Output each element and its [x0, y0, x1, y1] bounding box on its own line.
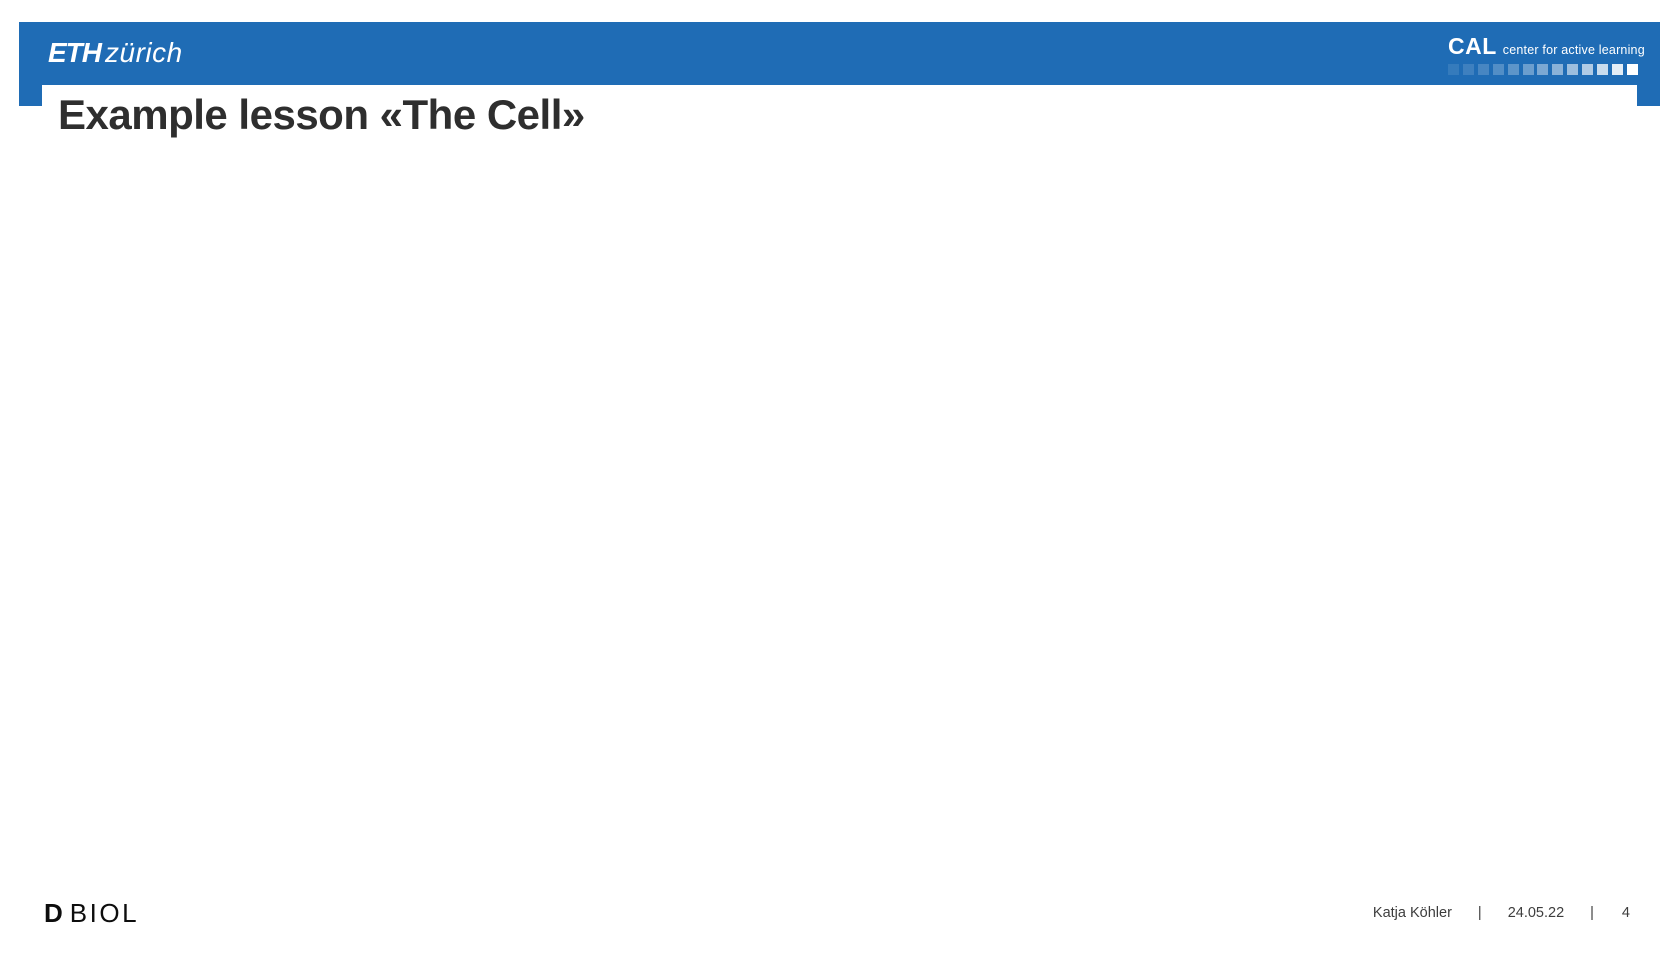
cal-logo: CAL center for active learning [1448, 33, 1645, 75]
cal-square [1567, 64, 1579, 75]
cal-square [1552, 64, 1564, 75]
footer-meta: Katja Köhler | 24.05.22 | 4 [1373, 905, 1630, 921]
cal-subtitle-text: center for active learning [1502, 43, 1645, 57]
footer-date: 24.05.22 [1507, 905, 1565, 921]
cal-square [1448, 64, 1459, 75]
cal-square [1537, 64, 1549, 75]
cal-square [1611, 64, 1623, 75]
cal-square [1582, 64, 1594, 75]
eth-logo-light-text: zürich [105, 36, 183, 68]
footer-page-number: 4 [1621, 905, 1630, 921]
cal-square [1522, 64, 1534, 75]
cal-acronym-text: CAL [1448, 33, 1497, 59]
eth-logo-bold-text: ETH [48, 36, 102, 68]
dbiol-logo-name: BIOL [69, 898, 140, 928]
cal-square [1507, 64, 1519, 75]
cal-square [1462, 64, 1474, 75]
cal-gradient-squares [1448, 64, 1638, 75]
dbiol-logo: D BIOL [44, 900, 139, 926]
cal-square [1626, 64, 1638, 75]
slide-title: Example lesson «The Cell» [58, 91, 585, 138]
header-left-tab [19, 85, 42, 106]
cal-square [1597, 64, 1609, 75]
footer-separator-1: | [1477, 905, 1482, 921]
footer-separator-2: | [1590, 905, 1594, 921]
cal-square [1477, 64, 1489, 75]
cal-wordmark: CAL center for active learning [1448, 33, 1645, 60]
header-right-tab [1637, 85, 1660, 106]
dbiol-logo-d: D [44, 898, 63, 928]
footer-author: Katja Köhler [1372, 905, 1452, 921]
cal-square [1492, 64, 1504, 75]
